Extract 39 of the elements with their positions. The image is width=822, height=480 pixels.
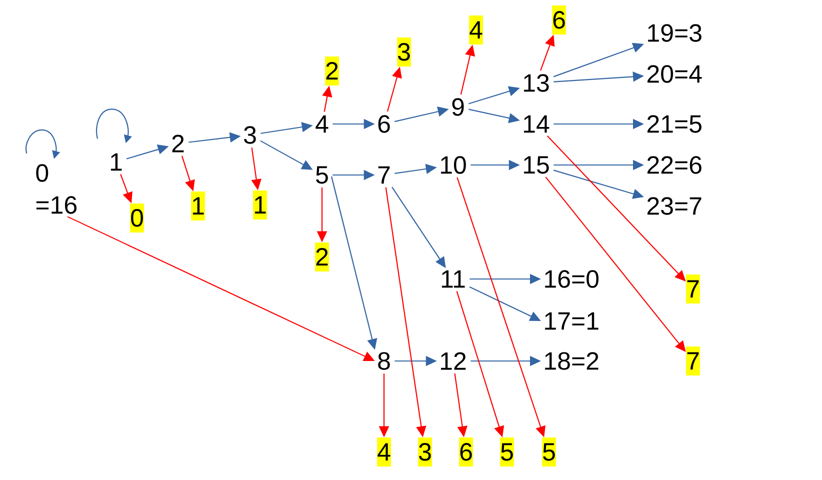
highlighted-number: 3: [397, 38, 411, 66]
number-label: 7: [378, 166, 390, 184]
highlighted-number: 6: [459, 438, 473, 466]
equation-label: 17=1: [545, 312, 598, 330]
number-label: 15: [524, 156, 549, 174]
number-label: 5: [316, 166, 328, 184]
number-label: 13: [524, 74, 549, 92]
number-label: 4: [316, 115, 328, 133]
highlighted-number: 6: [552, 6, 566, 34]
highlighted-number: 7: [686, 346, 700, 376]
number-label: 3: [244, 126, 256, 144]
number-label: 14: [524, 115, 550, 133]
highlighted-number: 3: [418, 438, 432, 466]
equation-label: 20=4: [647, 65, 702, 83]
highlighted-number: 2: [315, 242, 329, 272]
equation-label: 18=2: [545, 352, 598, 370]
highlighted-number: 1: [191, 192, 205, 220]
highlighted-number: 0: [130, 204, 144, 232]
highlighted-number: 7: [686, 274, 700, 304]
number-label: 6: [378, 115, 390, 133]
equation-label: 16=0: [545, 270, 599, 288]
number-label: 9: [452, 98, 464, 116]
equation-label: 23=7: [647, 197, 702, 215]
highlighted-number: 2: [325, 56, 339, 86]
equation-label: 22=6: [647, 156, 702, 174]
number-label: 10: [441, 156, 466, 174]
number-label: 11: [442, 270, 465, 288]
number-label: 8: [378, 352, 390, 370]
highlighted-number: 4: [377, 438, 391, 466]
equation-label: 0 =16: [36, 164, 76, 214]
highlighted-number: 1: [253, 190, 267, 220]
highlighted-number: 4: [469, 16, 483, 44]
number-label: 1: [110, 153, 122, 171]
highlighted-number: 5: [500, 438, 514, 466]
equation-label: 21=5: [647, 115, 702, 133]
highlighted-number: 5: [542, 438, 556, 466]
number-label: 12: [441, 352, 466, 370]
equation-label: 19=3: [648, 24, 702, 42]
number-label: 2: [172, 134, 184, 152]
